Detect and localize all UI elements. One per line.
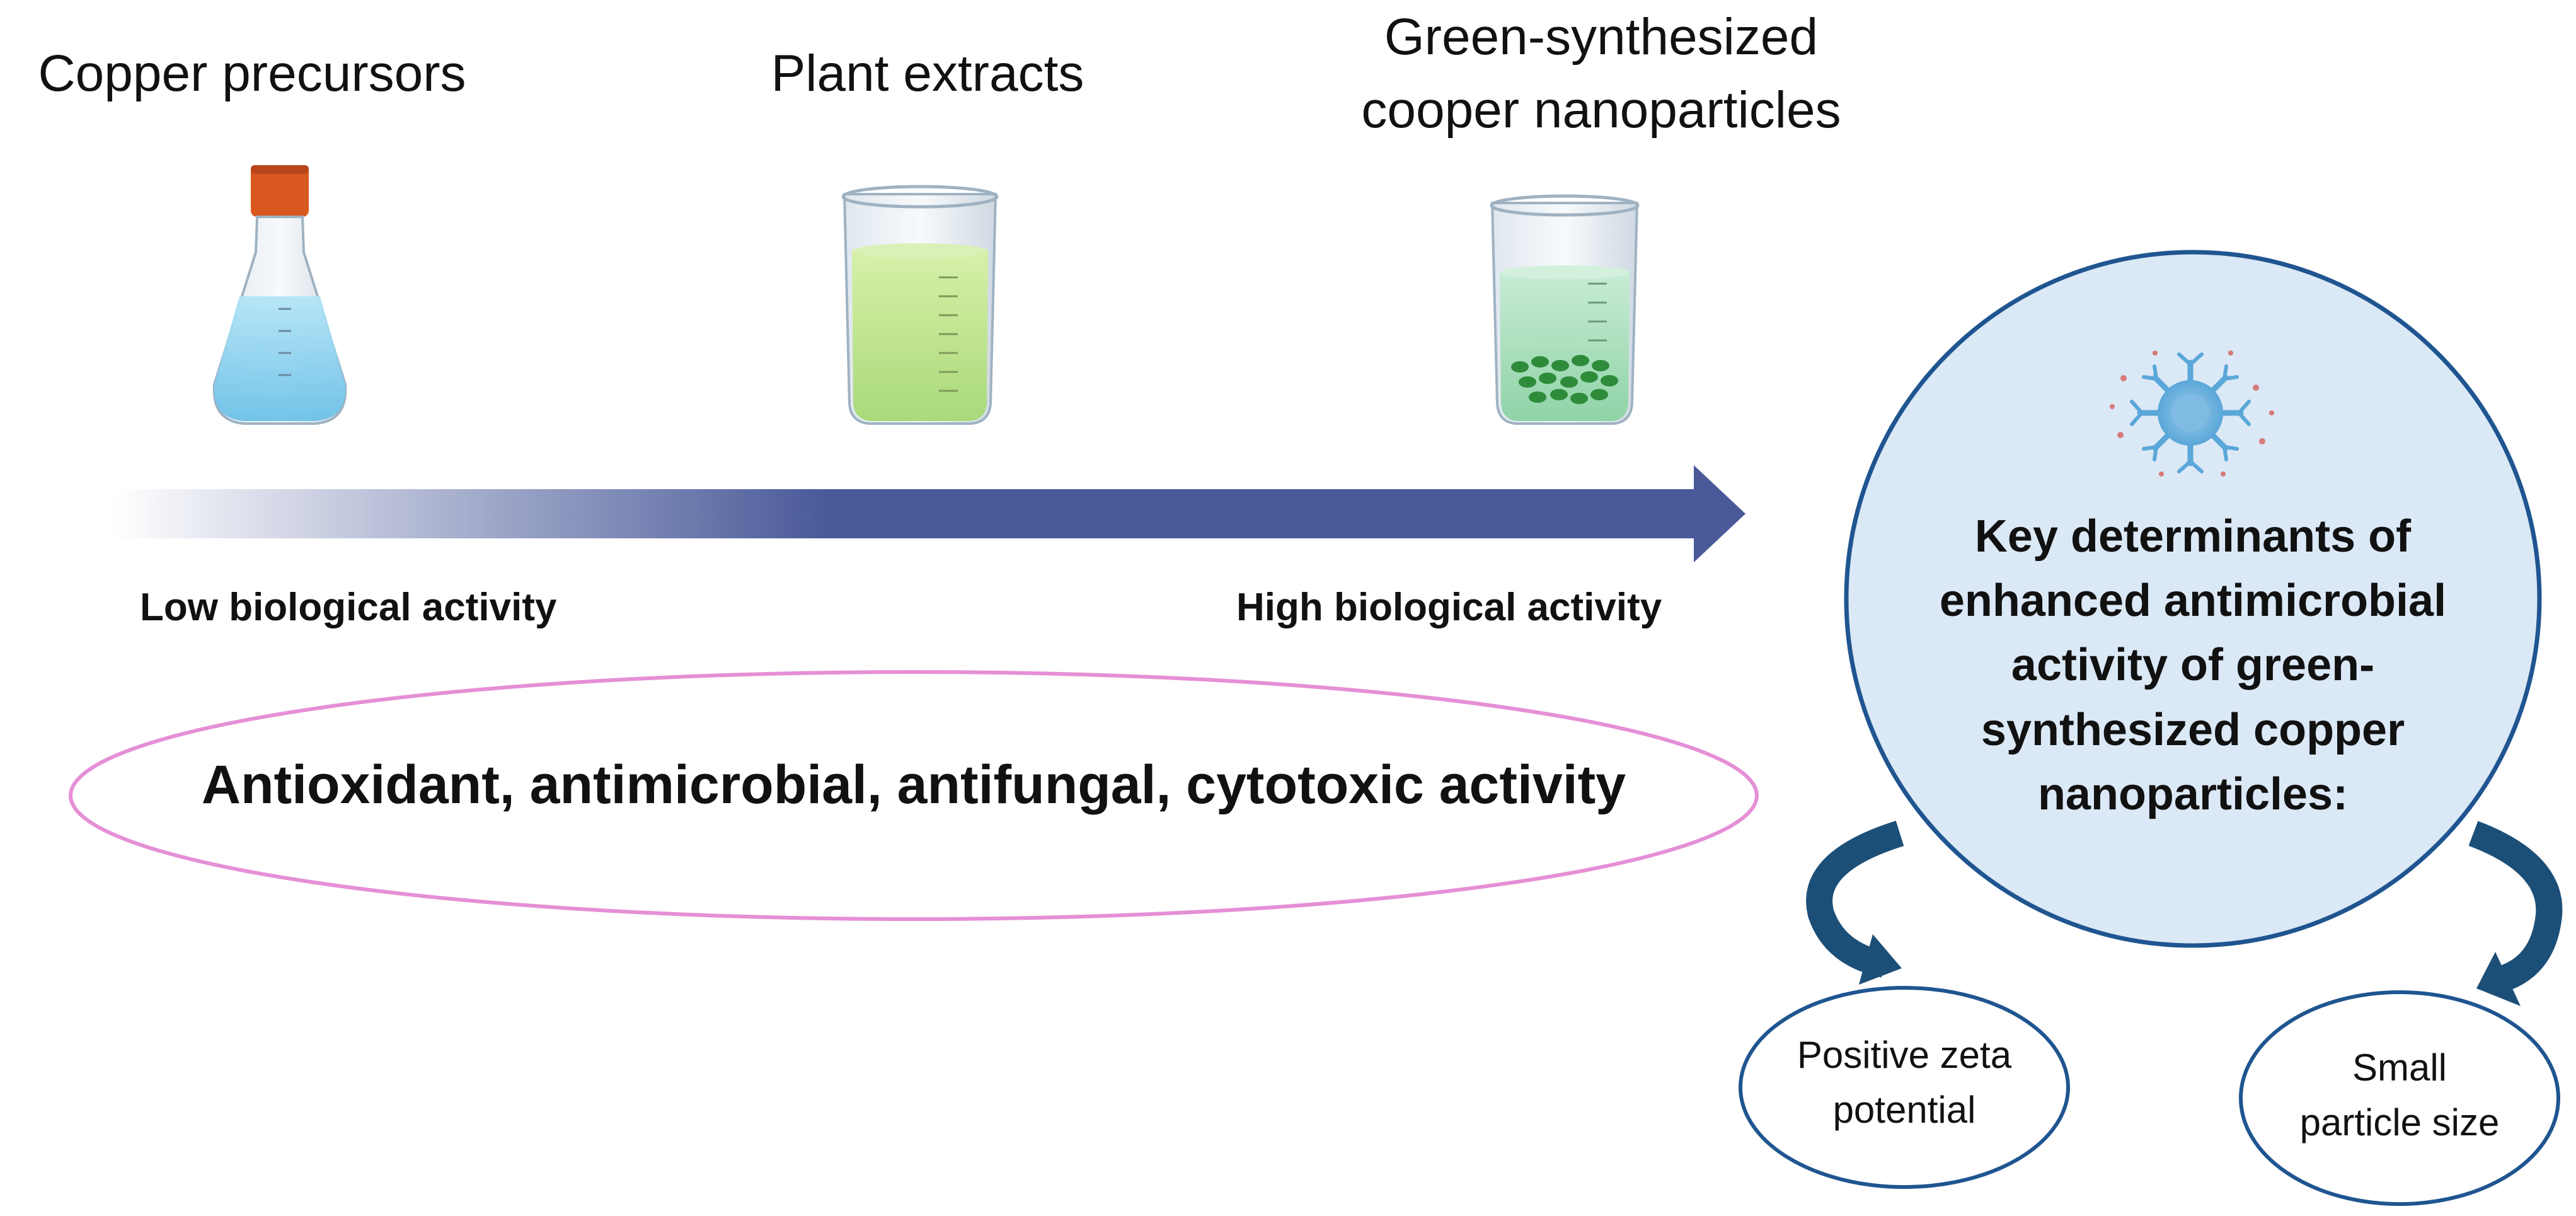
curved-arrow-right (2468, 821, 2563, 1006)
activities-ellipse (69, 670, 1759, 921)
small-size-ellipse (2239, 990, 2560, 1206)
nanoparticle-icon (2110, 350, 2274, 477)
label-copper-precursors: Copper precursors (38, 45, 466, 102)
label-green-np-line2: cooper nanoparticles (1361, 81, 1841, 139)
erlenmeyer-flask-icon (212, 165, 347, 425)
beaker-nanoparticles-icon (1490, 194, 1640, 425)
label-green-np-line1: Green-synthesized (1384, 8, 1819, 66)
label-high-activity: High biological activity (1236, 586, 1662, 629)
curved-arrow-left (1806, 820, 1904, 985)
key-determinants-text: Key determinants of enhanced antimicrobi… (1939, 511, 2447, 819)
key-determinants-circle (1844, 250, 2542, 948)
progression-arrow (113, 465, 1745, 562)
label-low-activity: Low biological activity (140, 586, 557, 629)
positive-zeta-ellipse (1739, 986, 2070, 1189)
beaker-plant-extract-icon (841, 185, 999, 425)
activities-text: Antioxidant, antimicrobial, antifungal, … (201, 755, 1626, 815)
small-size-text: Small particle size (2299, 1046, 2500, 1144)
label-plant-extracts: Plant extracts (771, 45, 1084, 102)
positive-zeta-text: Positive zeta potential (1797, 1034, 2012, 1131)
